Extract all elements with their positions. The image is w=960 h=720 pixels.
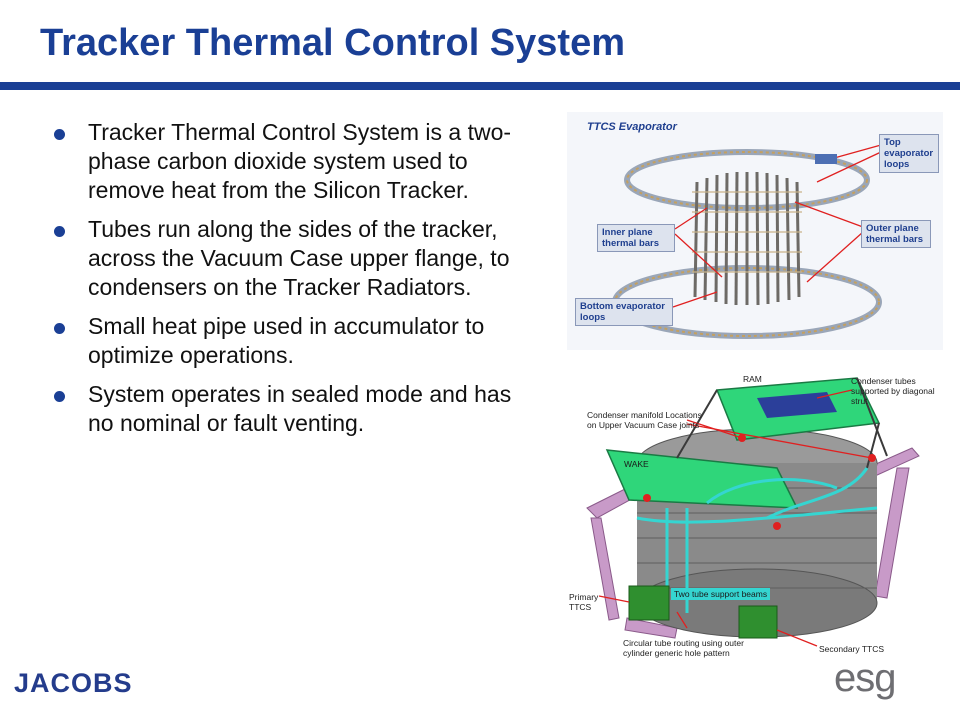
label-secondary: Secondary TTCS (819, 644, 885, 654)
label-condenser-tubes: Condenser tubes supported by diagonal st… (851, 376, 935, 406)
structure-figure: RAM Condenser tubes supported by diagona… (567, 368, 943, 660)
bullet-text: Small heat pipe used in accumulator to o… (88, 313, 485, 368)
bullet-item: Tracker Thermal Control System is a two-… (48, 118, 538, 205)
label-two-tube: Two tube support beams (671, 588, 771, 600)
jacobs-logo: JACOBS (14, 668, 133, 698)
label-primary: Primary TTCS (569, 592, 599, 612)
bullet-list: Tracker Thermal Control System is a two-… (48, 118, 538, 448)
bullet-item: Small heat pipe used in accumulator to o… (48, 312, 538, 370)
label-circular: Circular tube routing using outer cylind… (623, 638, 744, 658)
bullet-item: Tubes run along the sides of the tracker… (48, 215, 538, 302)
bullet-dot-icon (54, 323, 65, 334)
bullet-dot-icon (54, 391, 65, 402)
bullet-text: Tubes run along the sides of the tracker… (88, 216, 510, 300)
bullet-text: System operates in sealed mode and has n… (88, 381, 512, 436)
esg-logo: esg (834, 656, 896, 700)
label-wake: WAKE (621, 458, 652, 470)
label-condenser-manifold: Condenser manifold Locations on Upper Va… (587, 410, 702, 430)
slide-title: Tracker Thermal Control System (40, 22, 625, 64)
callout-inner-bars: Inner plane thermal bars (597, 224, 675, 252)
bullet-text: Tracker Thermal Control System is a two-… (88, 119, 512, 203)
bullet-item: System operates in sealed mode and has n… (48, 380, 538, 438)
evaporator-title: TTCS Evaporator (587, 121, 677, 133)
structure-drawing (586, 377, 920, 647)
title-rule (0, 82, 960, 90)
callout-top-loops: Top evaporator loops (879, 134, 939, 173)
bullet-dot-icon (54, 226, 65, 237)
bullet-dot-icon (54, 129, 65, 140)
callout-outer-bars: Outer plane thermal bars (861, 220, 931, 248)
label-ram: RAM (743, 374, 762, 384)
callout-bottom-loops: Bottom evaporator loops (575, 298, 673, 326)
evaporator-figure: TTCS Evaporator Top evaporator loops Inn… (567, 112, 943, 350)
